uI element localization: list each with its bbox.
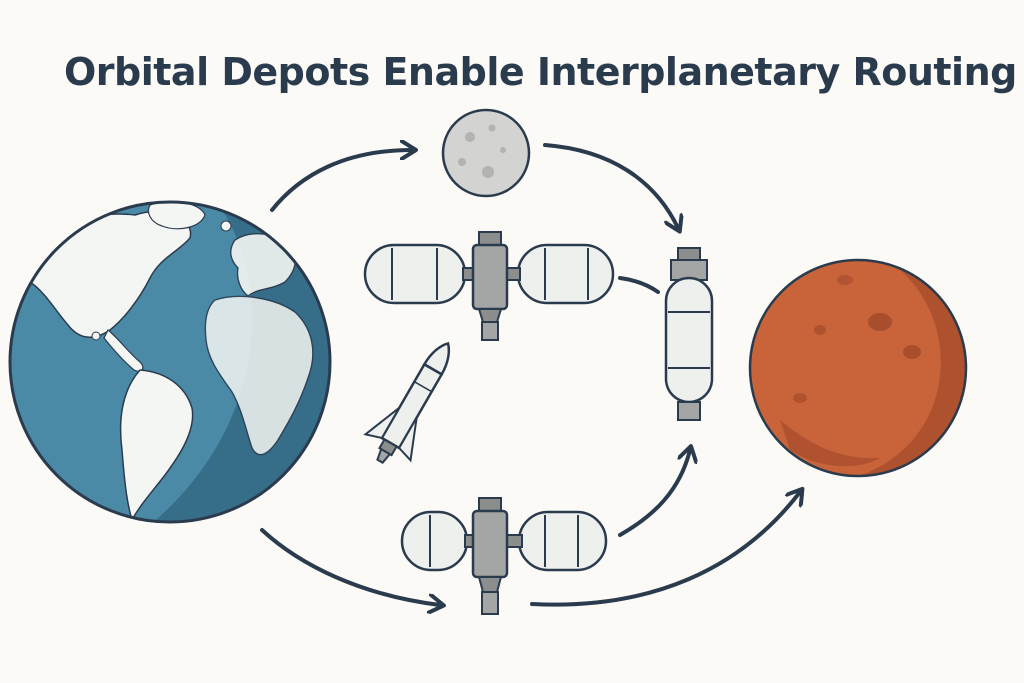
rocket-icon <box>363 341 451 464</box>
route-arrow-earth-to-depot <box>260 528 440 605</box>
route-arrow-earth-to-moon <box>270 150 412 212</box>
continent-north-america <box>29 210 192 338</box>
fuel-depot-icon <box>664 247 714 421</box>
diagram-title: Orbital Depots Enable Interplanetary Rou… <box>64 50 1017 94</box>
continent-south-america <box>119 369 194 522</box>
continent-africa <box>204 295 314 456</box>
route-arrow-depot-to-mars <box>530 492 800 607</box>
moon-icon <box>441 108 531 198</box>
route-arrow-moon-to-depot <box>543 143 678 228</box>
route-arrow-depot-to-depot <box>618 450 690 537</box>
fuel-depot-icon <box>363 231 615 341</box>
fuel-depot-icon <box>400 497 608 615</box>
earth-icon <box>8 200 332 524</box>
mars-icon <box>748 258 968 478</box>
route-link-depot-to-depot <box>618 276 660 294</box>
